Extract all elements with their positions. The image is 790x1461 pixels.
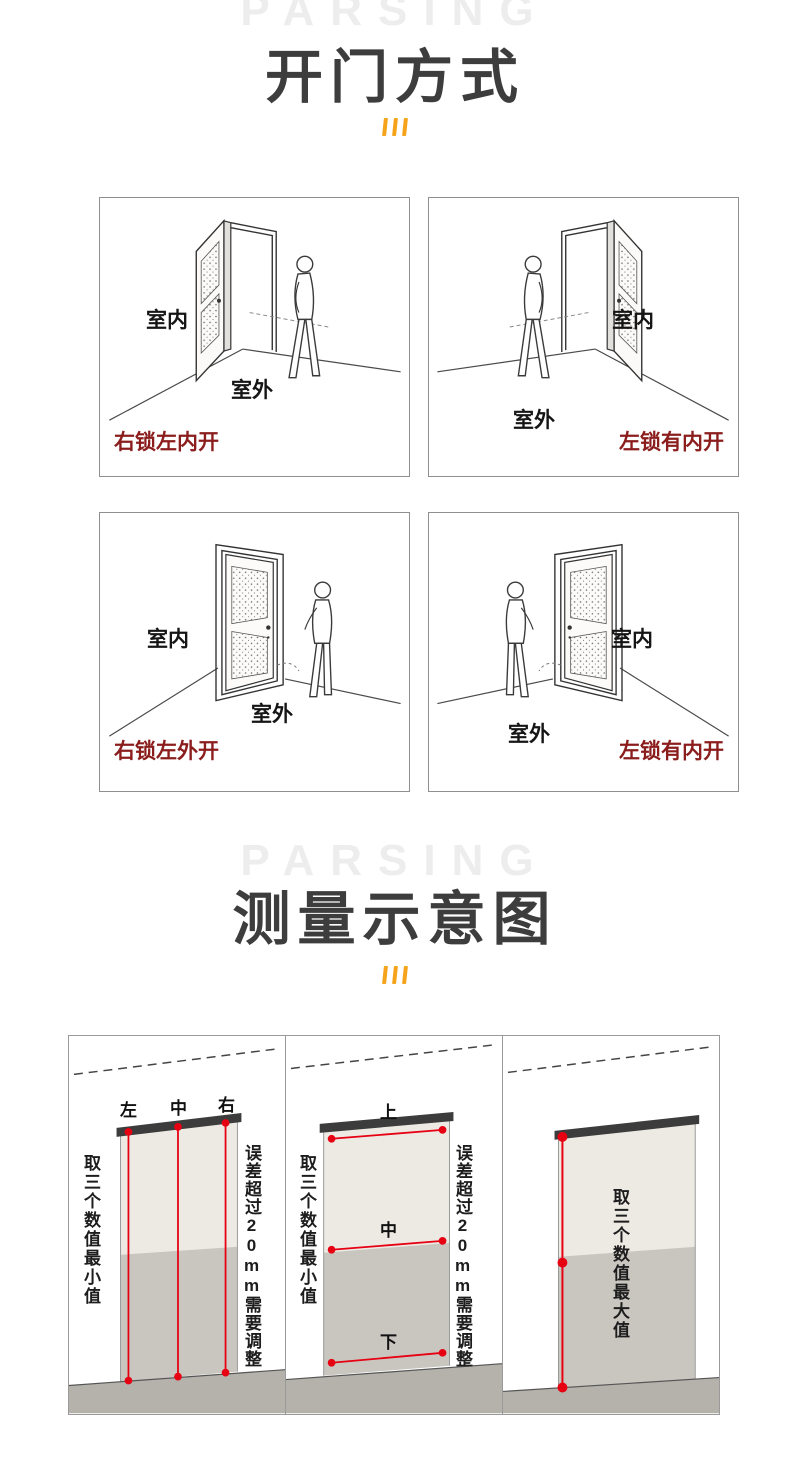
section-title-measurement: 测量示意图 xyxy=(232,887,558,952)
point-label-middle: 中 xyxy=(170,1099,187,1118)
note-tolerance-adjust: 误差超过20mm需要调整 xyxy=(453,1144,472,1368)
outdoor-label: 室外 xyxy=(231,379,273,402)
point-label-bottom: 下 xyxy=(380,1333,397,1352)
door-panel-right-lock-left-inward: 室内 室外 右锁左内开 xyxy=(99,197,410,477)
outdoor-label: 室外 xyxy=(251,703,293,726)
orange-divider-1 xyxy=(382,118,408,136)
indoor-label: 室内 xyxy=(611,628,653,651)
measure-panel-depth: 取三个数值最大值 xyxy=(502,1035,720,1415)
note-take-minimum: 取三个数值最小值 xyxy=(81,1154,100,1306)
orange-tick xyxy=(382,966,388,984)
panel-caption: 左锁有内开 xyxy=(619,431,724,454)
point-label-top: 上 xyxy=(380,1103,397,1122)
panel-caption: 右锁左外开 xyxy=(114,740,219,763)
height-measure-diagram xyxy=(286,1043,502,1414)
door-panel-left-lock-inward: 室内 室外 左锁有内开 xyxy=(428,197,739,477)
orange-tick xyxy=(392,118,398,136)
orange-tick xyxy=(392,966,398,984)
indoor-label: 室内 xyxy=(146,309,188,332)
measure-panel-width: 左 中 右 取三个数值最小值 误差超过20mm需要调整 xyxy=(68,1035,286,1415)
width-measure-diagram xyxy=(69,1047,285,1414)
note-take-minimum: 取三个数值最小值 xyxy=(297,1154,316,1306)
inward-door-diagram-mirrored xyxy=(436,220,730,421)
orange-tick xyxy=(382,118,388,136)
watermark-middle: PARSING xyxy=(240,836,550,885)
door-panel-left-lock-outward: 室内 室外 左锁有内开 xyxy=(428,512,739,792)
measurement-diagram-row: 左 中 右 取三个数值最小值 误差超过20mm需要调整 xyxy=(68,1035,720,1415)
point-label-left: 左 xyxy=(120,1101,137,1120)
section-title-door-methods: 开门方式 xyxy=(264,45,525,110)
note-take-maximum: 取三个数值最大值 xyxy=(610,1188,629,1340)
outdoor-label: 室外 xyxy=(513,409,555,432)
door-methods-grid: 室内 室外 右锁左内开 室内 室外 左锁有内开 室内 室外 右锁左外开 室内 室… xyxy=(99,197,739,792)
door-panel-right-lock-left-outward: 室内 室外 右锁左外开 xyxy=(99,512,410,792)
orange-tick xyxy=(402,966,408,984)
orange-divider-2 xyxy=(382,966,408,984)
watermark-top: PARSING xyxy=(240,0,550,35)
panel-caption: 右锁左内开 xyxy=(114,431,219,454)
note-tolerance-adjust: 误差超过20mm需要调整 xyxy=(242,1144,261,1368)
measure-panel-height: 上 中 下 取三个数值最小值 误差超过20mm需要调整 xyxy=(285,1035,503,1415)
point-label-right: 右 xyxy=(218,1096,235,1115)
indoor-label: 室内 xyxy=(612,309,654,332)
panel-caption: 左锁有内开 xyxy=(619,740,724,763)
indoor-label: 室内 xyxy=(147,628,189,651)
outward-door-diagram-mirrored xyxy=(436,543,730,737)
outdoor-label: 室外 xyxy=(508,723,550,746)
depth-measure-diagram xyxy=(503,1045,719,1414)
orange-tick xyxy=(402,118,408,136)
point-label-middle: 中 xyxy=(380,1221,397,1240)
